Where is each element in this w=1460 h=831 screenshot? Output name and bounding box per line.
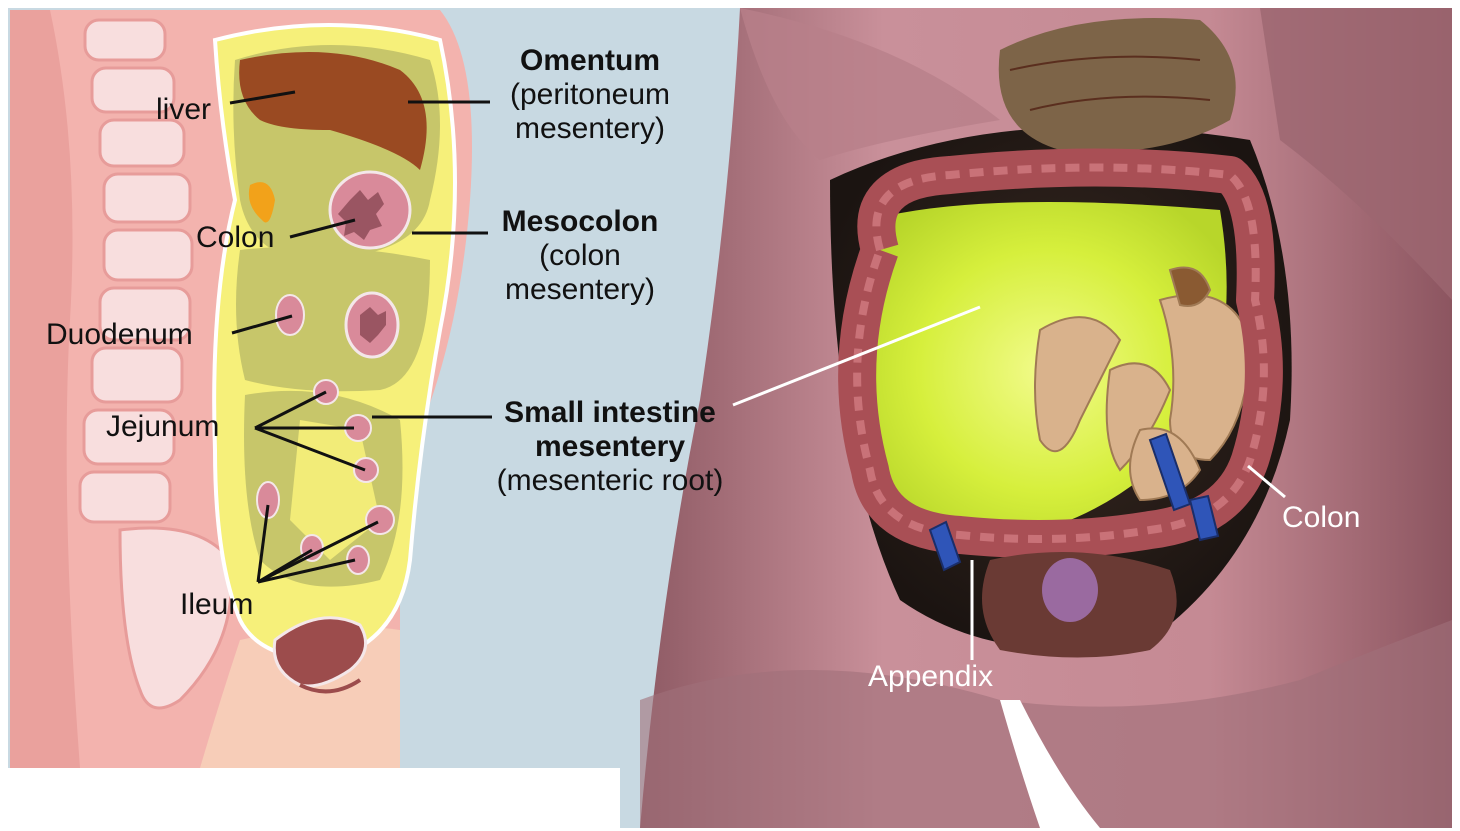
label-appendix: Appendix: [868, 662, 993, 692]
label-small-intestine: Small intestine: [470, 398, 750, 428]
label-omentum-sub1: (peritoneum: [490, 80, 690, 110]
label-colon-right: Colon: [1282, 503, 1360, 533]
label-omentum: Omentum: [490, 46, 690, 76]
label-ileum: Ileum: [180, 590, 253, 620]
torso-render: [640, 8, 1452, 828]
label-liver: liver: [156, 95, 211, 125]
label-mesenteric-root: (mesenteric root): [470, 466, 750, 496]
small-intestine-label-group: Small intestine mesentery (mesenteric ro…: [470, 398, 750, 496]
label-omentum-sub2: mesentery): [490, 114, 690, 144]
stomach: [999, 18, 1236, 152]
label-mesocolon-sub1: (colon: [480, 241, 680, 271]
mid-mesentery: [236, 247, 430, 392]
label-mesentery: mesentery: [470, 432, 750, 462]
duodenum-section: [276, 295, 304, 335]
label-mesocolon-sub2: mesentery): [480, 275, 680, 305]
pelvic-organ: [1042, 558, 1098, 622]
label-jejunum: Jejunum: [106, 412, 219, 442]
label-colon-left: Colon: [196, 223, 274, 253]
ileum-loop: [301, 535, 323, 561]
label-mesocolon: Mesocolon: [480, 207, 680, 237]
jejunum-loop: [354, 458, 378, 482]
mesocolon-label-group: Mesocolon (colon mesentery): [480, 207, 680, 305]
omentum-label-group: Omentum (peritoneum mesentery): [490, 46, 690, 144]
label-duodenum: Duodenum: [46, 320, 193, 350]
ileum-loop: [366, 506, 394, 534]
